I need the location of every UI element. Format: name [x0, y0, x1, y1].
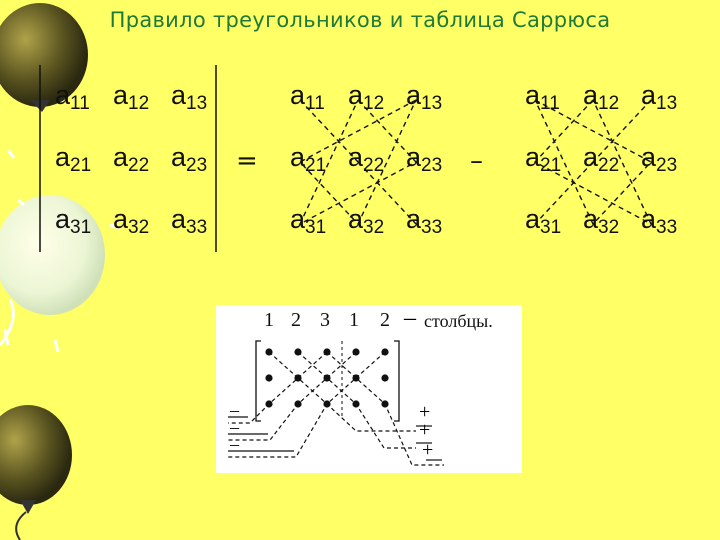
- matrix-element: a32: [583, 204, 620, 238]
- matrix-element: a33: [171, 204, 208, 238]
- matrix-element: a23: [406, 142, 443, 176]
- matrix-element: a32: [348, 204, 385, 238]
- matrix-element: a12: [583, 80, 620, 114]
- matrix-element: a11: [55, 80, 90, 114]
- column-number: 2: [380, 309, 390, 331]
- balloon-white: [0, 195, 105, 346]
- columns-dash: –: [404, 305, 416, 331]
- slide-title: Правило треугольников и таблица Саррюса: [109, 8, 611, 32]
- matrix-element: a21: [55, 142, 92, 176]
- matrix-element: a11: [290, 80, 325, 114]
- matrix-element: a31: [290, 204, 327, 238]
- plus-sign: +: [419, 401, 431, 423]
- minus-sign: –: [230, 417, 239, 437]
- sarrus-diagram: 1 2 3 1 2 – столбцы.: [216, 305, 522, 473]
- matrix-element: a22: [348, 142, 385, 176]
- balloon-bottom: [0, 405, 72, 540]
- matrix-element: a22: [583, 142, 620, 176]
- matrix-element: a23: [171, 142, 208, 176]
- matrix-element: a31: [525, 204, 562, 238]
- matrix-element: a13: [406, 80, 443, 114]
- column-number: 1: [349, 309, 359, 331]
- matrix-element: a12: [113, 80, 150, 114]
- matrix-element: a21: [290, 142, 327, 176]
- matrix-element: a13: [171, 80, 208, 114]
- minus-sign: –: [230, 434, 239, 454]
- matrix-element: a22: [113, 142, 150, 176]
- matrix-element: a23: [641, 142, 678, 176]
- minus-sign: –: [470, 146, 483, 176]
- sarrus-scheme: [228, 340, 444, 466]
- plus-sign: +: [419, 419, 431, 441]
- matrix-element: a33: [641, 204, 678, 238]
- column-number: 2: [291, 309, 301, 331]
- matrix-element: a12: [348, 80, 385, 114]
- column-number: 3: [320, 309, 330, 331]
- plus-sign: +: [422, 439, 434, 461]
- matrix-element: a13: [641, 80, 678, 114]
- balloon-sparkles: [3, 149, 121, 353]
- matrix-element: a32: [113, 204, 150, 238]
- matrix-element: a33: [406, 204, 443, 238]
- minus-sign: –: [230, 400, 239, 420]
- matrix-element: a31: [55, 204, 92, 238]
- matrix-element: a21: [525, 142, 562, 176]
- columns-label: столбцы.: [424, 311, 493, 331]
- equals-sign: =: [236, 146, 258, 176]
- matrix-element: a11: [525, 80, 560, 114]
- column-number: 1: [264, 309, 274, 331]
